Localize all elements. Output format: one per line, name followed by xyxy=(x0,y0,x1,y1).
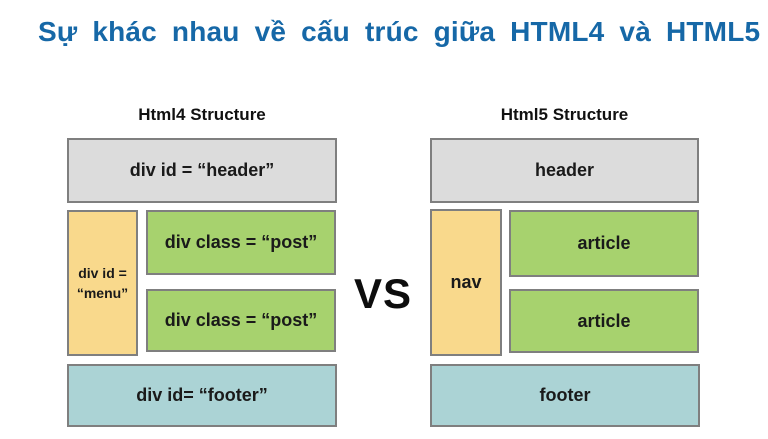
html5-nav-label: nav xyxy=(450,272,482,292)
html4-post1-box: div class = “post” xyxy=(146,210,336,275)
html5-nav-box: nav xyxy=(430,209,502,356)
html5-article1-label: article xyxy=(577,233,631,253)
html5-column-heading: Html5 Structure xyxy=(500,105,629,124)
html5-article1-box: article xyxy=(509,210,699,277)
html4-menu-label-line1: div id = xyxy=(78,264,127,281)
html4-menu-box: div id = “menu” xyxy=(67,210,138,356)
html4-header-box: div id = “header” xyxy=(67,138,337,203)
html5-header-label: header xyxy=(534,160,595,180)
html4-menu-label-line2: “menu” xyxy=(76,285,129,301)
html4-footer-label: div id= “footer” xyxy=(136,385,268,405)
html4-column-heading: Html4 Structure xyxy=(138,105,266,124)
html4-footer-box: div id= “footer” xyxy=(67,364,337,427)
html5-article2-label: article xyxy=(577,310,631,331)
html5-footer-box: footer xyxy=(430,364,700,427)
vs-label: VS xyxy=(353,270,413,317)
html4-post1-label: div class = “post” xyxy=(164,232,318,252)
html4-header-label: div id = “header” xyxy=(129,160,275,180)
html4-post2-label: div class = “post” xyxy=(164,310,318,330)
html5-article2-box: article xyxy=(509,289,699,353)
html4-post2-box: div class = “post” xyxy=(146,289,336,352)
page-title: Sự khác nhau về cấu trúc giữa HTML4 và H… xyxy=(38,16,761,47)
html5-header-box: header xyxy=(430,138,699,203)
html5-footer-label: footer xyxy=(539,385,591,405)
